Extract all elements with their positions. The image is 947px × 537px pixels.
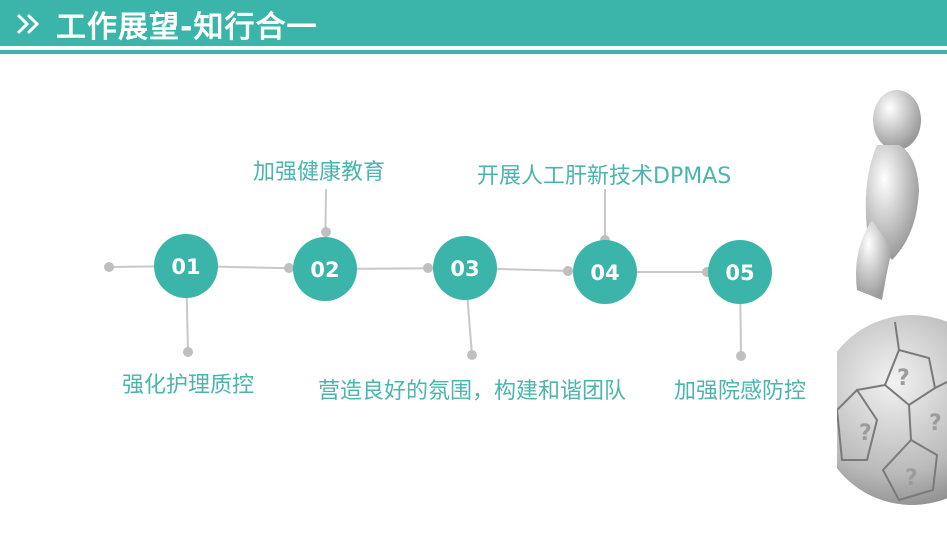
step-circle-04 [573,240,637,304]
header-underline [0,50,947,54]
page-title-text: 工作展望-知行合一 [56,10,318,45]
step-number-05: 05 [725,261,754,285]
step-number-03: 03 [450,257,479,281]
dot-01-bottom [183,347,193,357]
double-chevron-right-icon [16,13,40,35]
timeline-numbers: 01 02 03 04 05 [171,255,754,285]
step-circle-01 [154,234,218,298]
dot-02-left [284,263,294,273]
step-number-04: 04 [590,261,619,285]
dot-02-top [321,227,331,237]
page-title: 工作展望-知行合一 [14,4,318,45]
step-label-02: 加强健康教育 [253,160,386,185]
step-circle-05 [708,240,772,304]
step-label-04: 开展人工肝新技术DPMAS [477,164,732,189]
step-circle-02 [293,237,357,301]
header-bar [0,0,947,46]
step-circle-03 [433,236,497,300]
step-label-03: 营造良好的氛围，构建和谐团队 [318,379,627,404]
step-number-01: 01 [171,255,200,279]
dot-03-left [423,263,433,273]
step-number-02: 02 [310,258,339,282]
timeline-circles [154,234,772,304]
svg-text:?: ? [905,466,918,491]
svg-text:?: ? [897,366,910,391]
step-label-01: 强化护理质控 [122,373,255,398]
step-label-05: 加强院感防控 [674,379,807,404]
dot-start [104,262,114,272]
dot-05-bottom [736,351,746,361]
dot-04-left [563,266,573,276]
svg-text:?: ? [929,411,942,436]
svg-text:?: ? [859,421,872,446]
dot-03-bottom [467,350,477,360]
figure-on-ball-image: ? ? ? ? [837,90,947,505]
